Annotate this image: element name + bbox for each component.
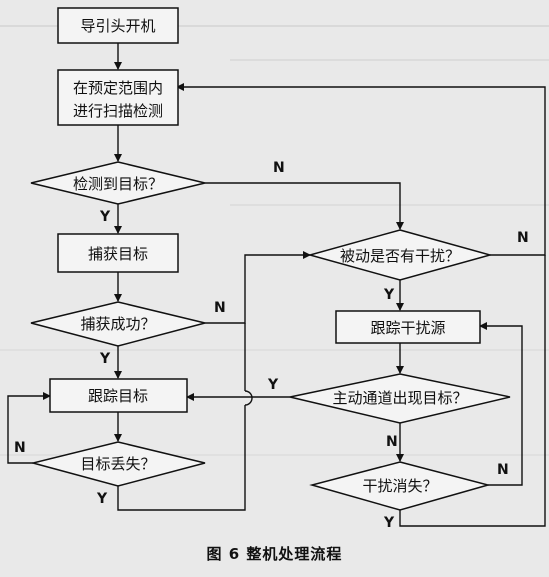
label-capture: 捕获目标 xyxy=(88,245,148,263)
edge-lost-right xyxy=(117,405,246,511)
edge-lost-track xyxy=(7,392,51,464)
edge-labels: Y N Y N N Y N Y Y N N Y xyxy=(14,160,529,531)
label-scan-line2: 进行扫描检测 xyxy=(73,102,163,120)
label-passive-jam: 被动是否有干扰？ xyxy=(340,247,460,265)
node-capture-ok xyxy=(30,301,206,347)
label-lost: 目标丢失？ xyxy=(80,455,155,473)
edge-passive-scan xyxy=(176,83,546,256)
label-detect: 检测到目标？ xyxy=(73,175,163,193)
nodes xyxy=(30,7,511,511)
node-passive-jam xyxy=(307,229,493,281)
edge-label-lost-no: N xyxy=(14,440,26,456)
label-scan-line1: 在预定范围内 xyxy=(73,79,163,97)
label-active-target: 主动通道出现目标？ xyxy=(332,389,467,407)
label-jam-gone: 干扰消失？ xyxy=(362,477,437,495)
edge-jamgone-passive xyxy=(399,255,546,527)
node-lost xyxy=(30,441,206,487)
edge-label-captureok-no: N xyxy=(214,300,226,316)
figure-caption: 图 6 整机处理流程 xyxy=(206,545,343,563)
label-track-jam: 跟踪干扰源 xyxy=(370,319,445,337)
edge-label-captureok-yes: Y xyxy=(99,351,111,367)
edge-detect-passive xyxy=(205,182,404,230)
edge-captureok-passive xyxy=(205,251,311,324)
node-capture xyxy=(57,233,179,273)
edge-label-jamgone-yes: Y xyxy=(383,515,395,531)
edge-label-passive-no: N xyxy=(517,230,529,246)
node-labels: 导引头开机 在预定范围内 进行扫描检测 检测到目标？ 捕获目标 捕获成功？ 跟踪… xyxy=(73,17,468,495)
node-scan xyxy=(57,69,179,126)
edge-label-jamgone-no: N xyxy=(497,462,509,478)
node-active-target xyxy=(289,373,511,424)
label-start: 导引头开机 xyxy=(80,17,155,35)
node-jam-gone xyxy=(309,461,491,511)
node-start xyxy=(57,7,179,44)
node-detect xyxy=(30,161,206,205)
connectors xyxy=(7,43,546,527)
edge-hop xyxy=(244,390,253,406)
edge-label-passive-yes: Y xyxy=(383,287,395,303)
node-track xyxy=(49,378,188,413)
edge-label-detect-yes: Y xyxy=(99,209,111,225)
edge-label-active-yes: Y xyxy=(267,377,279,393)
edge-label-lost-yes: Y xyxy=(96,491,108,507)
edge-jamgone-trackjam xyxy=(479,322,523,486)
node-track-jam xyxy=(335,310,481,344)
edge-label-active-no: N xyxy=(386,434,398,450)
label-capture-ok: 捕获成功？ xyxy=(80,315,155,333)
label-track: 跟踪目标 xyxy=(88,387,148,405)
edge-label-detect-no: N xyxy=(273,160,285,176)
